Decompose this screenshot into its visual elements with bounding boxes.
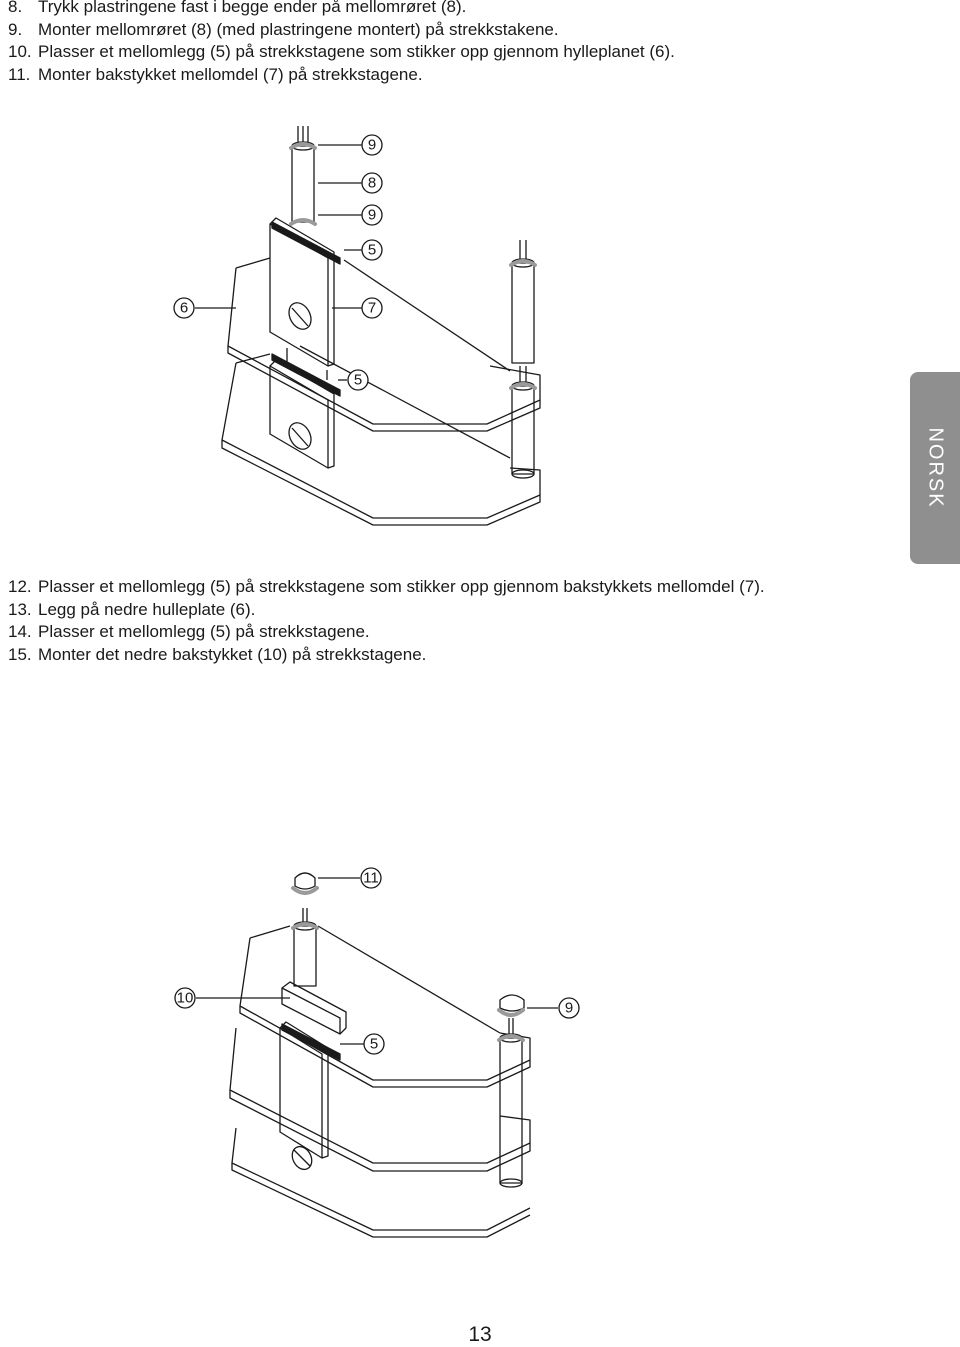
end-cap [499, 994, 525, 1012]
step-item: 9. Monter mellomrøret (8) (med plastringe… [8, 19, 675, 42]
front-tube-lower [511, 385, 535, 475]
step-text: Plasser et mellomlegg (5) på strekkstage… [38, 42, 675, 62]
step-number: 11. [8, 64, 31, 84]
plastic-ring [289, 142, 317, 150]
top-shelf-plate [239, 937, 531, 1081]
callout-spacer-5: 5 [370, 1036, 378, 1053]
plastic-ring [509, 259, 537, 267]
plastic-ring [291, 886, 319, 895]
front-tube-upper [511, 262, 535, 364]
step-number: 9. [8, 19, 23, 39]
step-item: 11. Monter bakstykket mellomdel (7) på st… [8, 64, 675, 87]
assembly-diagram-lower: 11 10 9 5 [174, 867, 580, 1238]
callout-spacer-5: 5 [354, 372, 362, 389]
instruction-steps-top: 8. Trykk plastringene fast i begge ender … [8, 0, 675, 86]
language-tab: NORSK [910, 372, 960, 564]
step-number: 12. [8, 577, 32, 596]
step-number: 14. [8, 622, 32, 642]
left-tube [293, 925, 317, 987]
language-tab-label: NORSK [924, 427, 947, 509]
callout-back-10: 10 [177, 990, 194, 1007]
step-text: Monter det nedre bakstykket (10) på stre… [38, 644, 427, 664]
step-text: Plasser et mellomlegg (5) på strekkstage… [38, 577, 765, 596]
plastic-ring [497, 1034, 525, 1042]
spacer [281, 1023, 341, 1061]
assembly-diagram-upper: 9 8 9 5 6 7 5 [173, 126, 541, 526]
step-number: 15. [8, 644, 32, 664]
plastic-ring [497, 1008, 525, 1017]
back-panel-middle [269, 223, 329, 367]
callout-ring-9: 9 [368, 207, 376, 224]
callout-tube-8: 8 [368, 175, 376, 192]
callout-spacer-5: 5 [368, 242, 376, 259]
page-number: 13 [468, 1323, 492, 1346]
instruction-steps-bottom: 12. Plasser et mellomlegg (5) på strekkst… [8, 576, 765, 666]
plastic-ring [289, 218, 317, 226]
end-cap [294, 872, 316, 890]
lower-back-piece [281, 987, 341, 1035]
step-number: 13. [8, 599, 32, 619]
step-item: 8. Trykk plastringene fast i begge ender … [8, 0, 675, 19]
upper-shelf-plate [227, 267, 541, 425]
callout-back-7: 7 [368, 300, 376, 317]
callout-ring-9: 9 [565, 1000, 573, 1017]
middle-tube [291, 145, 315, 223]
step-item: 12. Plasser et mellomlegg (5) på strekkst… [8, 576, 765, 599]
step-item: 10. Plasser et mellomlegg (5) på strekkst… [8, 41, 675, 64]
spacer-lower [271, 353, 341, 397]
callout-cap-11: 11 [363, 870, 379, 887]
step-item: 13. Legg på nedre hulleplate (6). [8, 599, 765, 622]
step-number: 8. [8, 0, 23, 16]
step-text: Legg på nedre hulleplate (6). [38, 599, 256, 619]
right-tube [499, 1037, 523, 1184]
step-text: Monter bakstykket mellomdel (7) på strek… [38, 64, 423, 84]
bottom-shelf-plate [231, 1127, 531, 1231]
callout-ring-9: 9 [368, 137, 376, 154]
plastic-ring [291, 922, 319, 930]
step-text: Monter mellomrøret (8) (med plastringene… [38, 19, 559, 39]
step-number: 10. [8, 42, 32, 62]
callout-shelf-6: 6 [180, 300, 188, 317]
step-item: 15. Monter det nedre bakstykket (10) på s… [8, 644, 765, 667]
step-text: Trykk plastringene fast i begge ender på… [38, 0, 467, 16]
step-item: 14. Plasser et mellomlegg (5) på strekkst… [8, 621, 765, 644]
spacer-upper [271, 221, 341, 265]
plastic-ring [509, 382, 537, 390]
step-text: Plasser et mellomlegg (5) på strekkstage… [38, 622, 370, 642]
